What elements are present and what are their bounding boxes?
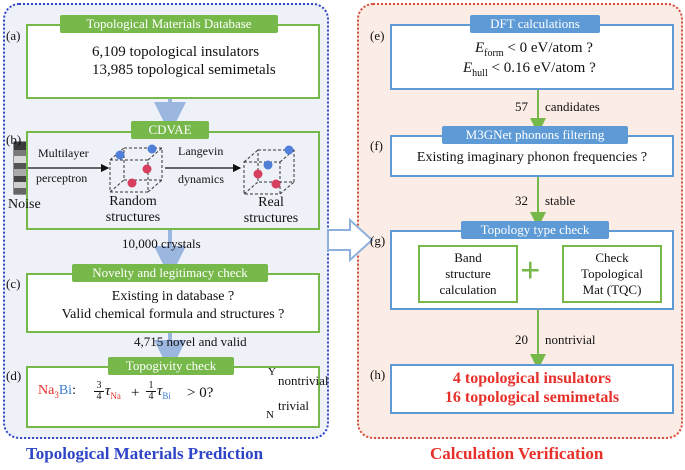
step-label-d: (d): [6, 368, 22, 383]
perceptron-label: perceptron: [36, 171, 88, 185]
novel-valid-label: 4,715 novel and valid: [134, 334, 247, 349]
atom-blue-2: [147, 144, 157, 154]
tau-symbol-2: τ: [157, 383, 163, 399]
step-label-g: (g): [370, 233, 386, 248]
topology-tab: Topology type check: [461, 221, 609, 239]
real-label-2: structures: [243, 211, 299, 226]
step-label-e: (e): [370, 28, 385, 43]
sub-na: Na: [110, 391, 121, 401]
band-line-2: structure: [445, 266, 491, 281]
novelty-box: [26, 273, 320, 333]
frac1: 3 4: [94, 381, 104, 402]
branch-n: N: [266, 409, 274, 421]
noise-bar-icon: [13, 141, 27, 195]
atom-blue-3: [284, 145, 294, 155]
frac1-den: 4: [94, 391, 104, 402]
topogivity-tab: Topogivity check: [108, 357, 234, 375]
formula-na: Na: [38, 383, 55, 398]
cdvae-tab: CDVAE: [131, 121, 209, 139]
atom-red-3: [253, 169, 263, 179]
frac2-den: 4: [146, 391, 156, 402]
step-label-f: (f): [370, 138, 383, 153]
atom-red-4: [271, 179, 281, 189]
left-panel-title: Topological Materials Prediction: [26, 444, 264, 463]
multilayer-label: Multilayer: [38, 146, 89, 160]
step-label-c: (c): [6, 276, 21, 291]
result-insulators: 4 topological insulators: [452, 370, 612, 387]
frac1-num: 3: [96, 380, 102, 391]
e-form-sub: form: [484, 48, 504, 59]
step-label-b: (b): [6, 132, 22, 147]
nontrivial-num: 20: [515, 332, 528, 347]
band-line-3: calculation: [439, 282, 497, 297]
e-hull-sub: hull: [472, 68, 488, 79]
formula-gt: > 0?: [187, 385, 214, 401]
atom-blue-1: [115, 150, 125, 160]
dft-tab: DFT calculations: [470, 15, 600, 33]
langevin-label: Langevin: [178, 144, 224, 158]
e-form-symbol: E: [475, 40, 485, 56]
topogivity-formula: Na3Bi:: [38, 383, 76, 405]
branch-y: Y: [268, 366, 276, 378]
step-label-h: (h): [370, 367, 386, 382]
result-box: [390, 364, 674, 414]
sub-bi: Bi: [162, 391, 171, 401]
novelty-line-1: Existing in database ?: [111, 289, 235, 304]
right-panel-title: Calculation Verification: [430, 444, 604, 463]
dynamics-label: dynamics: [178, 172, 224, 186]
formula-bi: Bi: [58, 383, 73, 398]
tqc-line-2: Topological: [581, 266, 643, 281]
band-structure-box: [418, 245, 518, 303]
dft-condition-1: Eform < 0 eV/atom ?: [475, 40, 593, 59]
result-trivial: trivial: [278, 398, 310, 413]
random-label-1: Random: [109, 194, 157, 209]
database-semimetals: 13,985 topological semimetals: [92, 62, 276, 78]
phonon-line-1: Existing imaginary phonon frequencies ?: [416, 150, 648, 165]
crystals-count-label: 10,000 crystals: [122, 236, 201, 251]
big-transfer-arrow: [327, 217, 374, 263]
formula-plus: +: [131, 385, 140, 401]
result-semimetals: 16 topological semimetals: [444, 389, 620, 406]
atom-blue-4: [263, 160, 273, 170]
atom-red-2: [127, 178, 137, 188]
stable-num: 32: [515, 193, 528, 208]
formula-sub3: 3: [54, 389, 59, 400]
dft-condition-2: Ehull < 0.16 eV/atom ?: [463, 60, 596, 79]
tau-na: τNa: [105, 383, 121, 401]
e-hull-symbol: E: [463, 60, 473, 76]
phonon-tab: M3GNet phonons filtering: [442, 126, 628, 144]
candidates-text: candidates: [545, 99, 600, 114]
real-label-1: Real: [258, 195, 284, 210]
tqc-box: [562, 245, 662, 303]
tau-symbol-1: τ: [105, 383, 111, 399]
dft-box: [390, 24, 674, 90]
tqc-line-3: Mat (TQC): [582, 282, 642, 297]
tau-bi: τBi: [157, 383, 171, 401]
real-structure-cube: [243, 149, 295, 195]
frac2-num: 1: [148, 380, 154, 391]
frac2: 1 4: [146, 381, 156, 402]
step-label-a: (a): [6, 28, 21, 43]
nontrivial-text: nontrivial: [545, 332, 596, 347]
novelty-line-2: Valid chemical formula and structures ?: [61, 307, 285, 322]
novelty-tab: Novelty and legitimacy check: [72, 264, 268, 282]
stable-text: stable: [545, 193, 576, 208]
atom-red-1: [142, 164, 152, 174]
result-nontrivial: nontrivial: [278, 373, 329, 388]
database-insulators: 6,109 topological insulators: [92, 44, 260, 60]
e-hull-rest: < 0.16 eV/atom ?: [487, 60, 596, 76]
formula-colon: :: [72, 383, 76, 398]
band-line-1: Band: [454, 250, 482, 265]
noise-label: Noise: [8, 197, 41, 212]
database-box: [26, 24, 320, 99]
e-form-rest: < 0 eV/atom ?: [503, 40, 593, 56]
topology-plus-icon: +: [520, 250, 541, 290]
candidates-num: 57: [515, 99, 528, 114]
random-label-2: structures: [105, 210, 161, 225]
database-tab: Topological Materials Database: [60, 15, 278, 33]
tqc-line-1: Check: [595, 250, 629, 265]
